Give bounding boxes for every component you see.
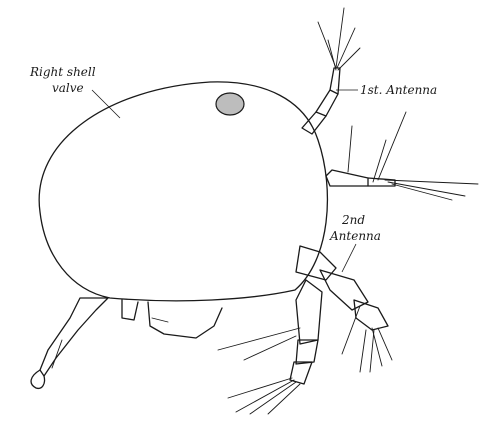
label-second-antenna-line2: Antenna	[329, 229, 381, 243]
body-appendages	[122, 300, 222, 338]
leader-second-antenna	[342, 244, 356, 272]
second-antenna-branch	[326, 112, 478, 200]
eye-spot	[216, 93, 244, 115]
first-antenna	[302, 8, 360, 134]
label-right-shell-valve-line2: valve	[52, 81, 84, 95]
label-right-shell-valve: Right shell	[29, 65, 96, 79]
right-shell-valve	[39, 82, 327, 301]
label-first-antenna: 1st. Antenna	[360, 83, 437, 97]
thoracic-limbs	[218, 280, 322, 414]
second-antenna	[296, 246, 392, 372]
label-second-antenna: 2nd	[341, 213, 365, 227]
furca	[31, 298, 108, 388]
